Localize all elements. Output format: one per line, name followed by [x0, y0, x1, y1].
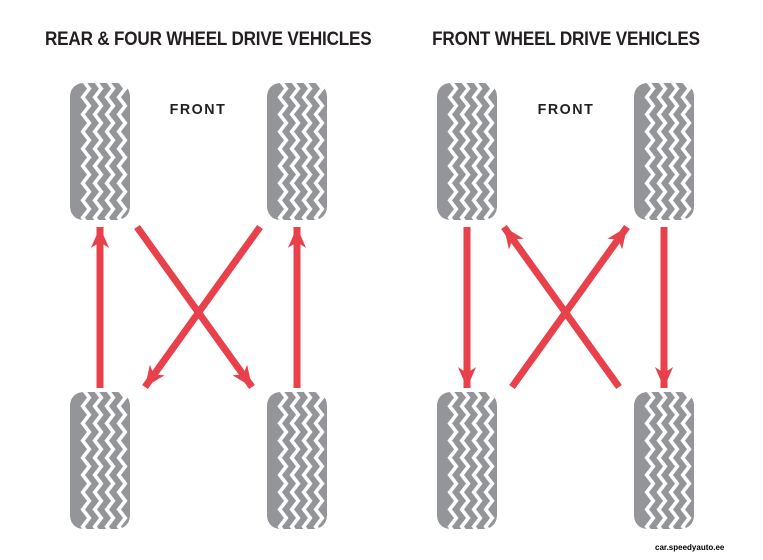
rotation-arrow-front-right-to-rear-left — [142, 224, 263, 390]
tire-front-right-rear-and-four-wheel-drive — [267, 83, 327, 220]
diagram-title-rear-4wd: REAR & FOUR WHEEL DRIVE VEHICLES — [45, 29, 372, 50]
tire-rear-left-front-wheel-drive — [437, 392, 497, 529]
diagram-title-fwd: FRONT WHEEL DRIVE VEHICLES — [432, 29, 700, 50]
tire-rear-right-rear-and-four-wheel-drive — [267, 392, 327, 529]
tire-rear-left-rear-and-four-wheel-drive — [70, 392, 130, 529]
tire-front-right-front-wheel-drive — [634, 83, 694, 220]
diagram-front-wheel-drive — [437, 83, 694, 529]
front-label-rear-4wd: FRONT — [169, 101, 227, 118]
diagram-rear-and-four-wheel-drive — [70, 83, 327, 529]
watermark: car.speedyauto.ee — [655, 543, 725, 552]
rotation-arrow-rear-left-to-front-right — [509, 224, 630, 390]
tire-front-left-rear-and-four-wheel-drive — [70, 83, 130, 220]
tire-front-left-front-wheel-drive — [437, 83, 497, 220]
tire-rear-right-front-wheel-drive — [634, 392, 694, 529]
front-label-fwd: FRONT — [537, 101, 595, 118]
rotation-arrow-front-left-to-rear-right — [134, 224, 255, 390]
rotation-arrow-rear-right-to-front-left — [501, 224, 622, 390]
